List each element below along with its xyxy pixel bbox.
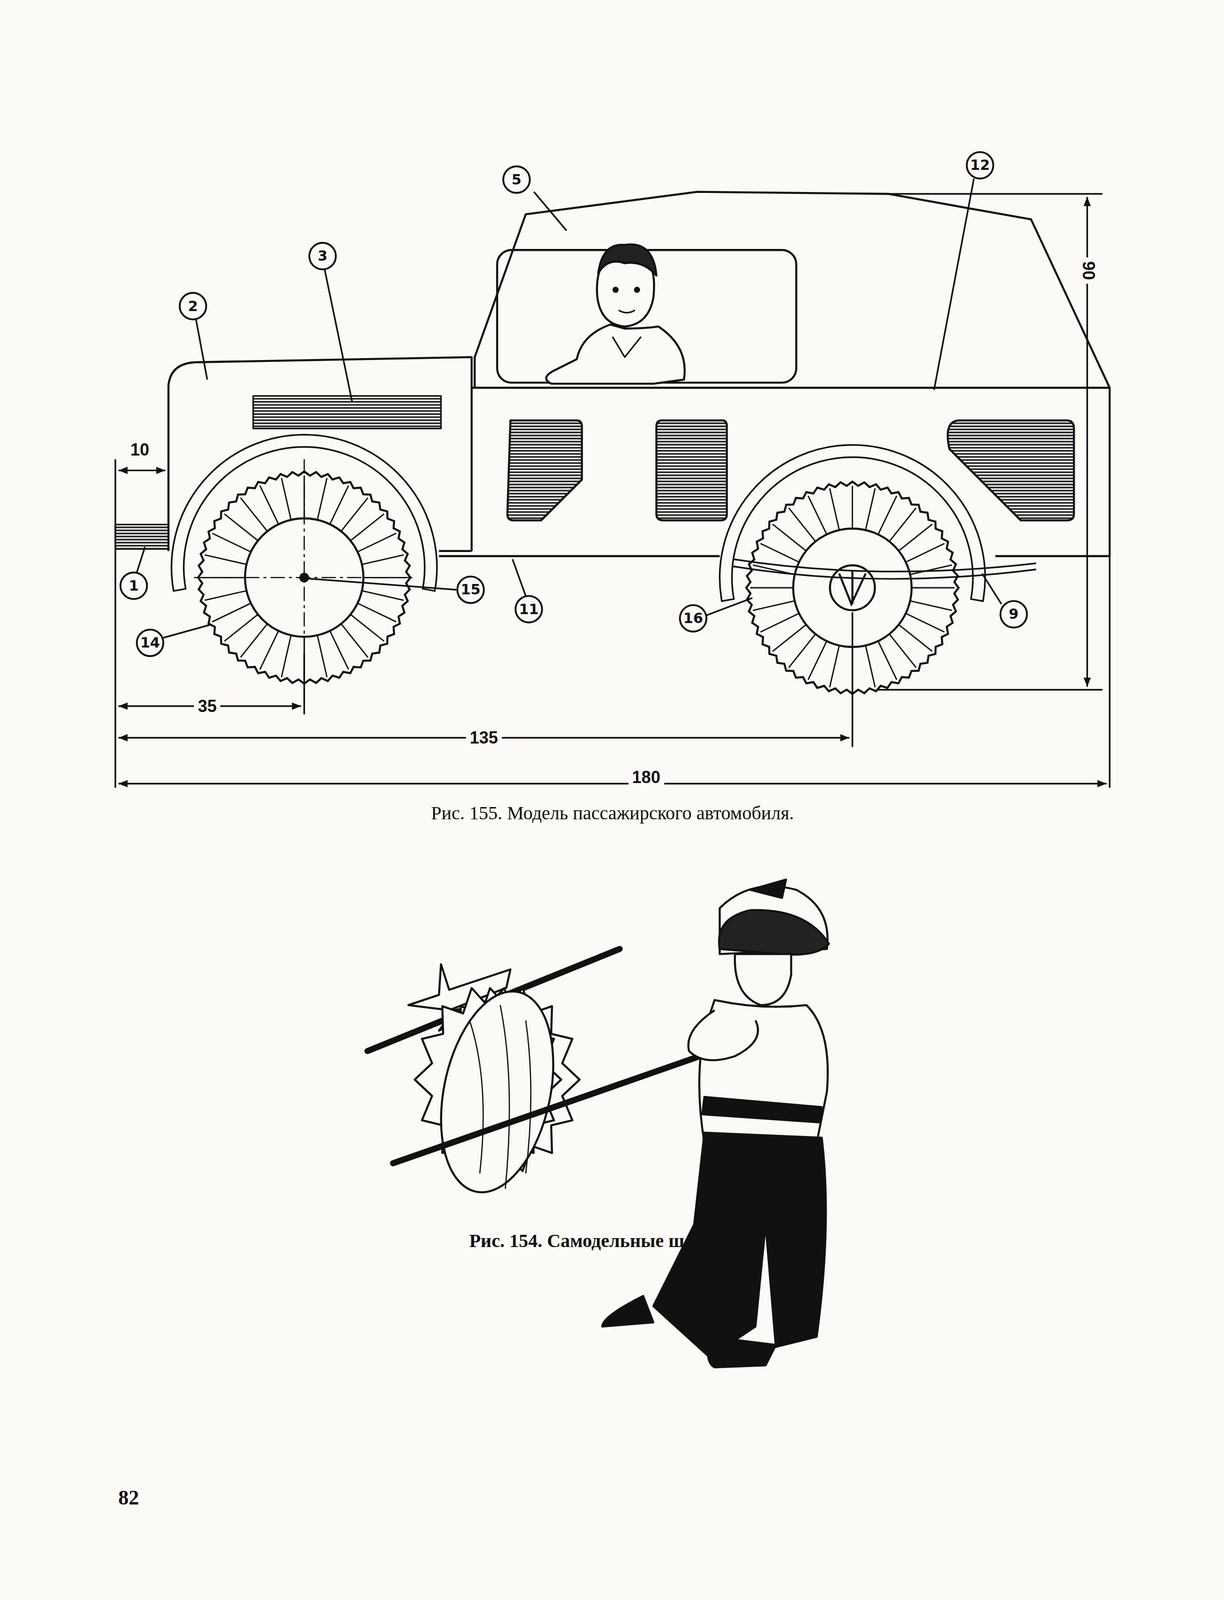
dimension: 35 [193,697,221,716]
dimension: 90 [1079,257,1098,284]
dimension: 135 [466,729,502,748]
page-number: 82 [118,1487,139,1510]
dimension: 180 [628,768,665,787]
dimension: 10 [126,441,153,459]
figure-caption: Рис. 154. Самодельные шестерни. [469,1231,757,1252]
callout-number: 14 [140,635,161,651]
callout-number: 12 [970,158,991,174]
callout-number: 3 [317,249,328,265]
callout-number: 15 [460,582,481,598]
figure-caption: Рис. 155. Модель пассажирского автомобил… [431,803,795,824]
callout-number: 16 [683,611,704,627]
callout-number: 2 [187,298,198,315]
callout-number: 11 [518,602,539,618]
callout-number: 9 [1008,607,1019,623]
callout-number: 5 [511,172,522,188]
callout-number: 1 [128,578,139,594]
